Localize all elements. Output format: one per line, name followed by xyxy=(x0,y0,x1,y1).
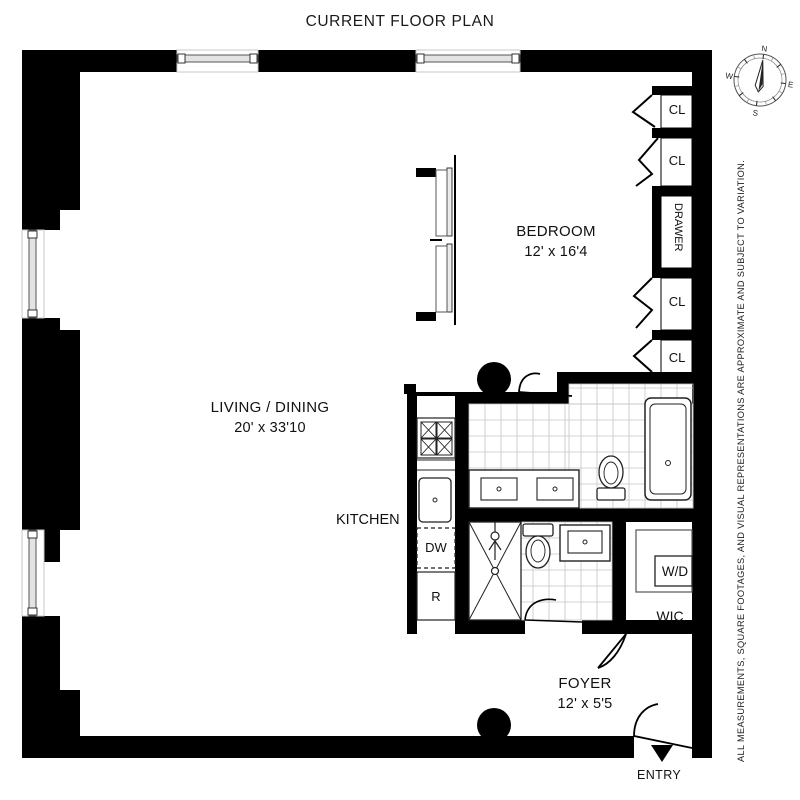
dishwasher-unit xyxy=(416,527,456,569)
bathtub xyxy=(644,397,692,501)
window-left-1 xyxy=(21,229,45,319)
closet-label-4: CL xyxy=(668,350,686,365)
compass-south-label: S xyxy=(752,108,759,118)
closet-walls xyxy=(652,86,694,384)
bathroom-door-arc xyxy=(524,598,583,623)
living-dining-name: LIVING / DINING xyxy=(210,399,330,416)
window-group-top xyxy=(176,49,521,73)
second-bathroom xyxy=(468,521,613,623)
vanity-second xyxy=(559,524,611,562)
drawer-label: DRAWER xyxy=(672,203,684,252)
bedroom-dimensions: 12' x 16'4 xyxy=(524,244,588,260)
appliance-label-refrigerator: R xyxy=(431,589,441,604)
column-1 xyxy=(477,362,511,396)
exterior-walls xyxy=(22,50,712,758)
kitchen-sink xyxy=(418,477,452,523)
shower-stall xyxy=(468,521,522,621)
appliance-label-washer-dryer: W/D xyxy=(661,564,689,579)
toilet-master xyxy=(596,455,626,501)
foyer-name: FOYER xyxy=(558,675,612,692)
window-top-1 xyxy=(176,49,259,73)
closet-label-3: CL xyxy=(668,294,686,309)
bedroom-name: BEDROOM xyxy=(516,223,596,240)
room-label-bedroom: BEDROOM 12' x 16'4 xyxy=(476,222,636,262)
master-bathroom xyxy=(468,383,694,509)
closet-door-symbols xyxy=(631,94,659,373)
disclaimer-text: ALL MEASUREMENTS, SQUARE FOOTAGES, AND V… xyxy=(736,159,746,762)
room-label-foyer: FOYER 12' x 5'5 xyxy=(505,674,665,714)
closet-label-1: CL xyxy=(668,102,686,117)
compass-east-label: E xyxy=(787,80,794,90)
entry-label: ENTRY xyxy=(637,768,682,782)
compass-rose: N E S W xyxy=(725,44,794,118)
door-swings xyxy=(518,372,693,749)
closet-label-2: CL xyxy=(668,153,686,168)
page-title: CURRENT FLOOR PLAN xyxy=(305,13,495,30)
entry-arrow-icon xyxy=(651,745,673,762)
toilet-second xyxy=(522,523,554,569)
appliance-label-dishwasher: DW xyxy=(425,540,447,555)
kitchen xyxy=(416,396,456,634)
living-dining-dimensions: 20' x 33'10 xyxy=(234,420,306,436)
compass-west-label: W xyxy=(725,71,734,81)
window-group-left xyxy=(21,229,45,617)
column-2 xyxy=(477,708,511,742)
washer-dryer-unit xyxy=(654,555,693,587)
walk-in-closet xyxy=(626,522,693,620)
foyer-dimensions: 12' x 5'5 xyxy=(557,696,613,712)
closet-boxes xyxy=(660,94,693,375)
range-cooktop xyxy=(416,417,456,459)
window-top-2 xyxy=(415,49,521,73)
room-label-wic: WIC xyxy=(656,608,684,624)
sliding-partition xyxy=(430,155,456,325)
refrigerator-unit xyxy=(416,571,456,621)
compass-north-label: N xyxy=(761,44,768,54)
window-left-2 xyxy=(21,529,45,617)
room-label-living-dining: LIVING / DINING 20' x 33'10 xyxy=(180,398,360,438)
room-label-kitchen: KITCHEN xyxy=(336,512,400,528)
double-vanity xyxy=(468,469,580,509)
structural-columns xyxy=(477,362,511,742)
